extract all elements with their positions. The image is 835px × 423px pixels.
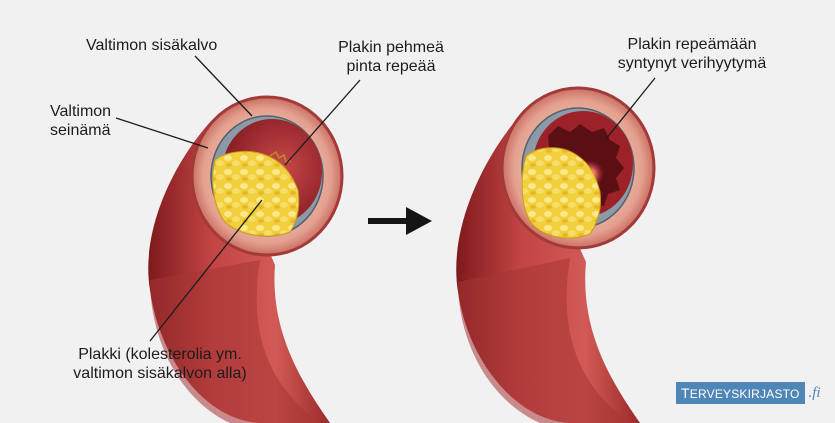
label-clot-line2: syntynyt verihyytymä	[592, 54, 792, 73]
label-clot: Plakin repeämään syntynyt verihyytymä	[592, 35, 792, 73]
label-rupture-line2: pinta repeää	[306, 57, 476, 76]
label-rupture-line1: Plakin pehmeä	[306, 38, 476, 57]
label-wall-line2: seinämä	[50, 121, 111, 140]
artery-right	[456, 88, 654, 423]
leader-inner-lining	[195, 56, 252, 116]
label-inner-lining: Valtimon sisäkalvo	[86, 36, 217, 55]
logo-box: TERVEYSKIRJASTO	[676, 382, 805, 404]
leader-wall	[116, 118, 208, 148]
logo-rest: ERVEYSKIRJASTO	[690, 387, 800, 401]
label-plaque-line2: valtimon sisäkalvon alla)	[60, 364, 260, 383]
label-plaque-line1: Plakki (kolesterolia ym.	[60, 345, 260, 364]
label-wall: Valtimon seinämä	[50, 102, 111, 140]
logo-tld: .fi	[809, 385, 821, 402]
label-wall-line1: Valtimon	[50, 102, 111, 121]
terveyskirjasto-logo[interactable]: TERVEYSKIRJASTO .fi	[676, 382, 821, 404]
logo-first-letter: T	[681, 385, 690, 401]
label-clot-line1: Plakin repeämään	[592, 35, 792, 54]
label-rupture: Plakin pehmeä pinta repeää	[306, 38, 476, 76]
label-plaque: Plakki (kolesterolia ym. valtimon sisäka…	[60, 345, 260, 383]
arrow-right-icon	[368, 207, 432, 235]
